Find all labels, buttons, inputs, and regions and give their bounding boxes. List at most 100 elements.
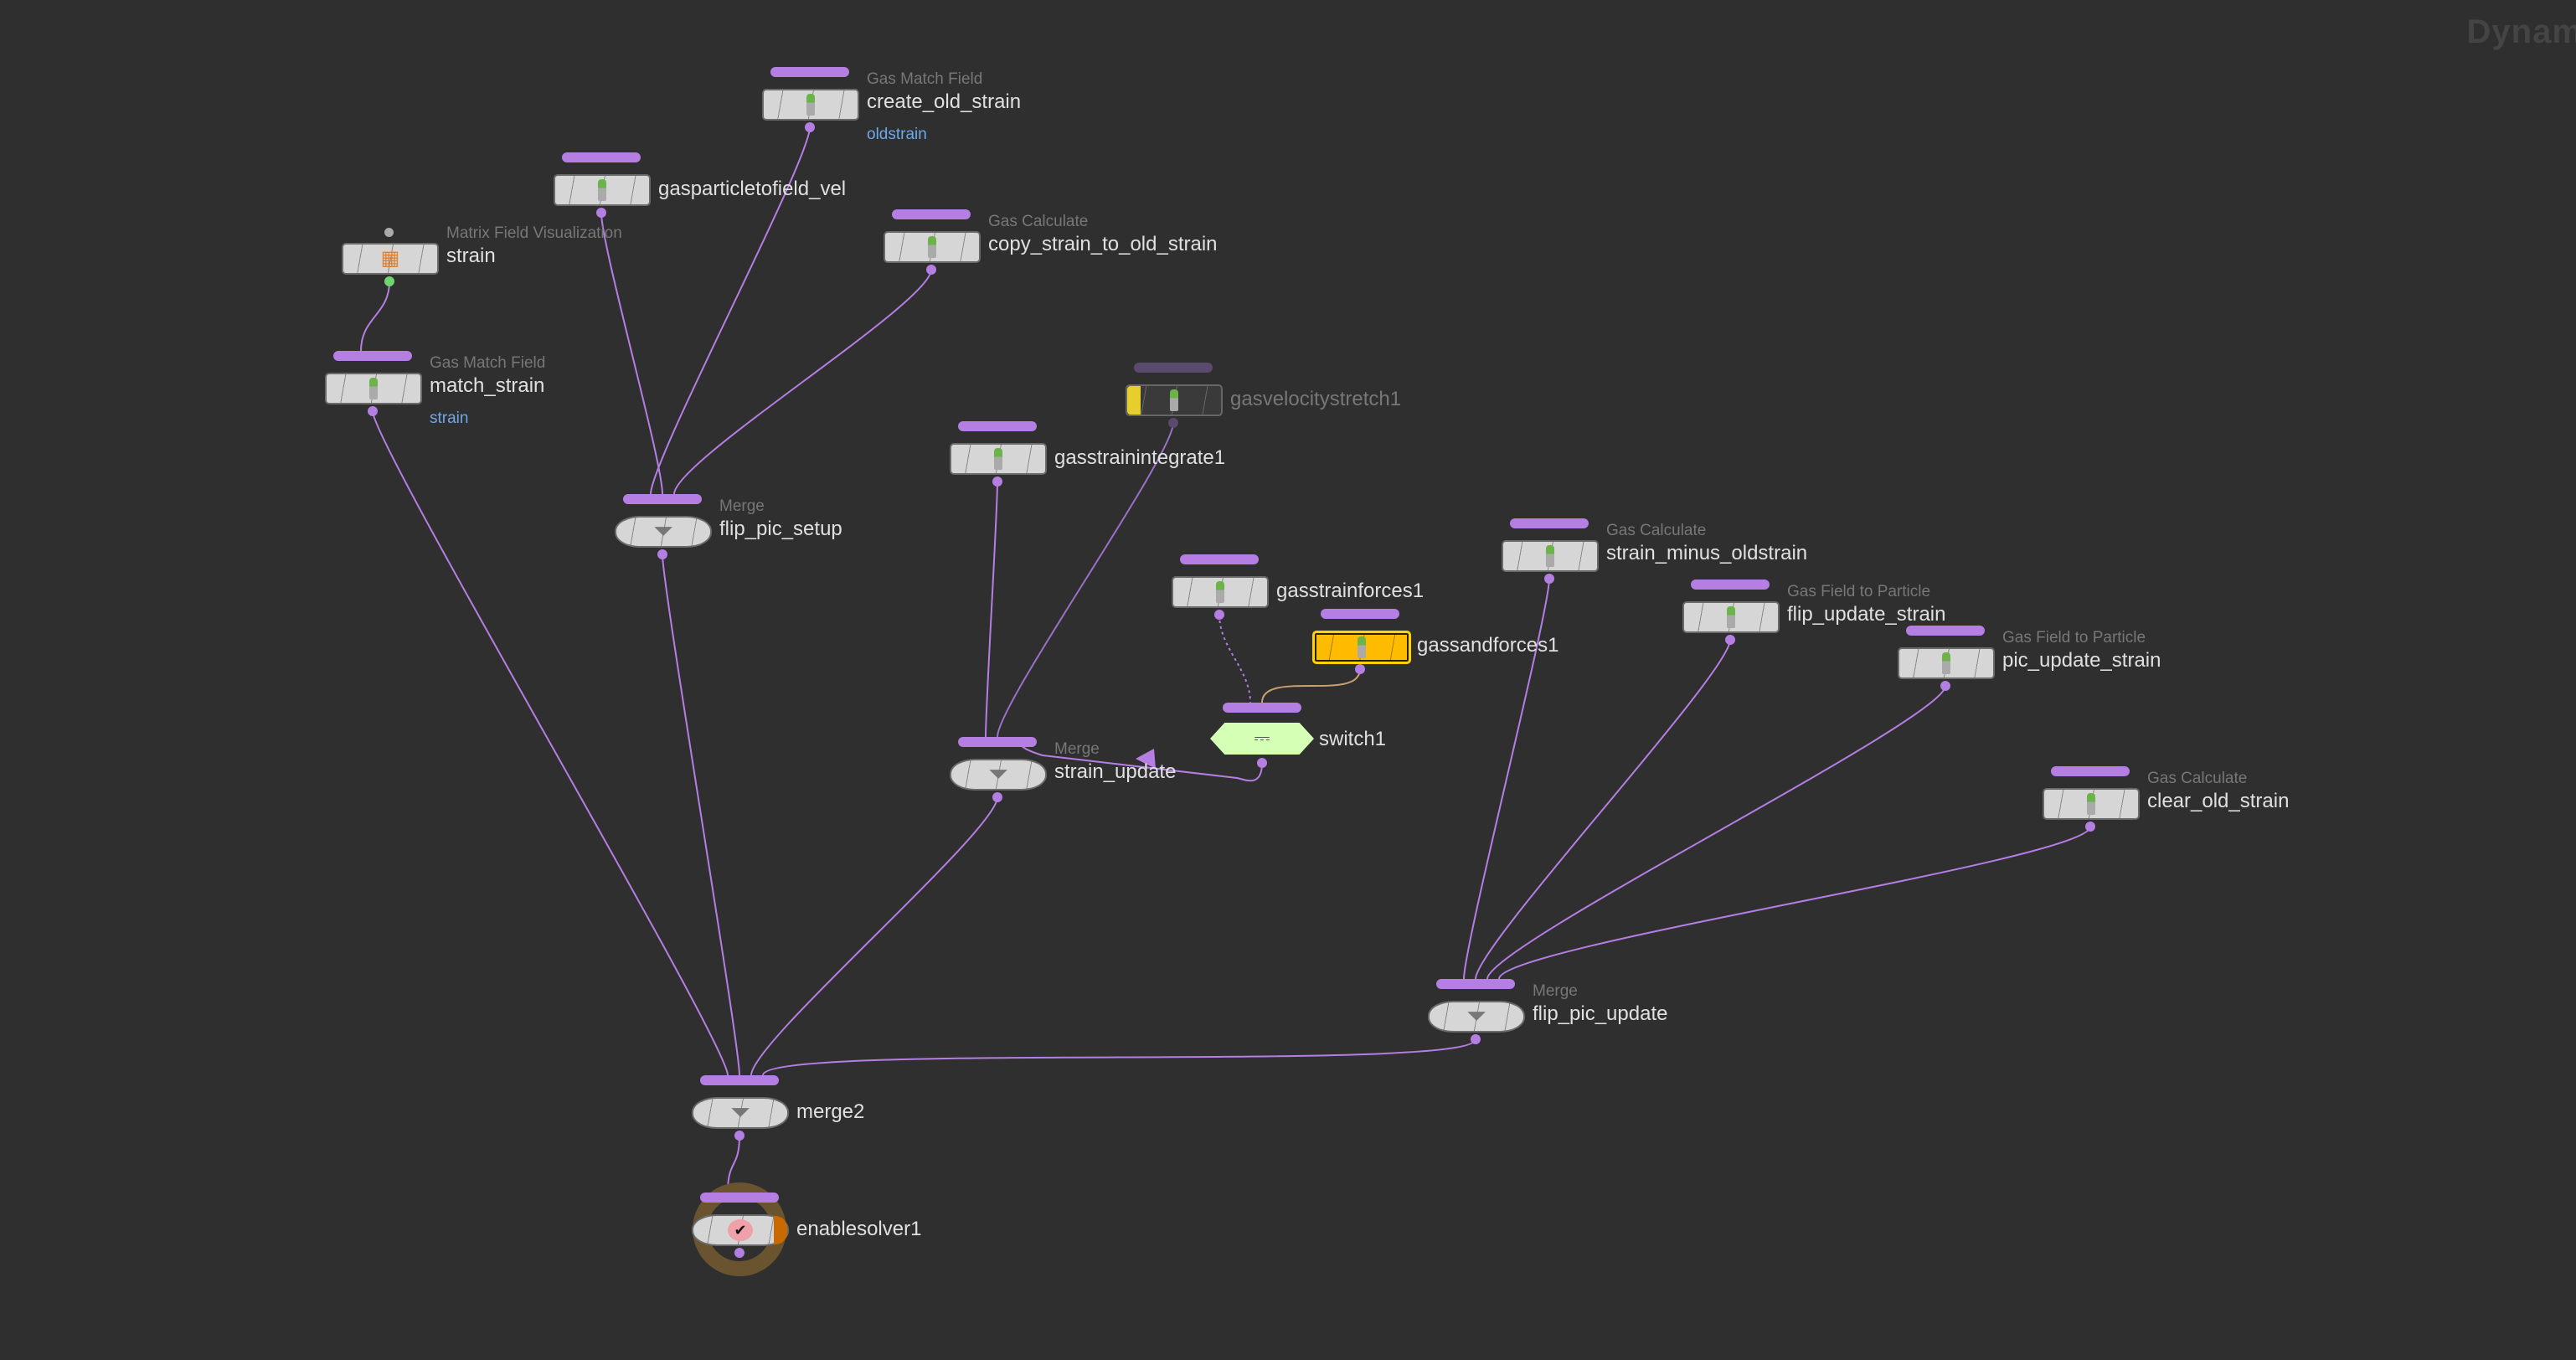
node-body[interactable]	[1126, 384, 1223, 416]
output-connector[interactable]	[2085, 822, 2095, 832]
node-body[interactable]: ✔	[692, 1214, 789, 1246]
output-connector[interactable]	[1257, 758, 1267, 768]
node-body[interactable]	[1172, 576, 1269, 608]
output-connector[interactable]	[926, 265, 936, 275]
input-bar[interactable]	[623, 494, 702, 504]
output-connector[interactable]	[1471, 1034, 1481, 1044]
node-body[interactable]	[950, 443, 1047, 475]
funnel-icon: ⏷	[988, 760, 1008, 788]
node-name-label[interactable]: strain_minus_oldstrain	[1606, 542, 1808, 564]
node-body[interactable]	[2043, 788, 2140, 820]
wire-strain_minus_oldstrain-to-flip_pic_update[interactable]	[1463, 578, 1550, 980]
input-bar[interactable]	[1436, 979, 1515, 989]
node-type-label: Gas Field to Particle	[2002, 629, 2146, 647]
node-name-label[interactable]: create_old_strain	[867, 90, 1022, 113]
wire-flip_update_strain-to-flip_pic_update[interactable]	[1475, 639, 1731, 980]
input-bar[interactable]	[700, 1075, 779, 1085]
node-body[interactable]	[1502, 540, 1599, 572]
node-name-label[interactable]: gasstrainintegrate1	[1054, 446, 1226, 469]
node-body[interactable]	[1682, 601, 1780, 633]
wire-strain-to-match_strain[interactable]	[360, 281, 390, 352]
output-connector[interactable]	[384, 276, 394, 286]
input-bar[interactable]	[1180, 554, 1259, 564]
wire-match_strain-to-merge2[interactable]	[372, 410, 729, 1076]
node-name-label[interactable]: merge2	[796, 1100, 865, 1123]
node-name-label[interactable]: gasparticletofield_vel	[658, 178, 847, 200]
node-body[interactable]: ⎓	[1210, 723, 1314, 755]
node-body[interactable]	[884, 231, 981, 263]
node-body[interactable]: ⏷	[1428, 1001, 1525, 1033]
input-bar[interactable]	[1510, 518, 1589, 528]
input-connector[interactable]	[384, 228, 394, 237]
node-name-label[interactable]: switch1	[1319, 728, 1387, 750]
wire-pic_update_strain-to-flip_pic_update[interactable]	[1486, 685, 1946, 980]
input-bar[interactable]	[892, 209, 971, 219]
node-body[interactable]	[1898, 647, 1995, 679]
input-bar[interactable]	[1321, 609, 1399, 619]
wire-flip_pic_setup-to-merge2[interactable]	[662, 554, 740, 1076]
node-body[interactable]	[554, 174, 651, 206]
node-name-label[interactable]: clear_old_strain	[2147, 790, 2290, 812]
input-bar[interactable]	[1691, 580, 1770, 590]
wire-gassandforces1-to-switch1[interactable]	[1261, 668, 1361, 703]
switch-icon: ⎓	[1254, 727, 1270, 750]
node-name-label[interactable]: gassandforces1	[1417, 634, 1559, 657]
output-connector[interactable]	[992, 477, 1002, 487]
input-bar[interactable]	[770, 67, 849, 77]
node-body[interactable]: ▦	[342, 243, 439, 275]
node-body[interactable]	[1312, 631, 1411, 664]
node-name-label[interactable]: gasvelocitystretch1	[1230, 388, 1402, 410]
output-connector[interactable]	[657, 549, 667, 559]
input-bar[interactable]	[1134, 363, 1213, 373]
wire-copy_strain_to_old_strain-to-flip_pic_setup[interactable]	[673, 269, 932, 495]
node-name-label[interactable]: match_strain	[430, 374, 545, 397]
node-name-label[interactable]: flip_pic_update	[1533, 1002, 1668, 1025]
wire-gasstrainintegrate1-to-strain_update[interactable]	[985, 481, 998, 738]
node-body[interactable]: ⏷	[615, 516, 712, 548]
output-connector[interactable]	[1544, 574, 1554, 584]
output-connector[interactable]	[734, 1248, 744, 1258]
wire-gasstrainforces1-to-switch1[interactable]	[1218, 614, 1251, 703]
output-connector[interactable]	[596, 208, 606, 218]
input-bar[interactable]	[1223, 703, 1301, 713]
output-connector[interactable]	[992, 792, 1002, 802]
node-name-label[interactable]: strain_update	[1054, 760, 1177, 783]
input-bar[interactable]	[1906, 626, 1985, 636]
node-body[interactable]	[325, 373, 422, 404]
output-connector[interactable]	[368, 406, 378, 416]
output-connector[interactable]	[805, 122, 815, 132]
node-type-label: Gas Match Field	[430, 354, 546, 372]
wire-gasparticletofield_vel-to-flip_pic_setup[interactable]	[600, 212, 663, 495]
node-name-label[interactable]: flip_pic_setup	[719, 518, 842, 540]
input-bar[interactable]	[958, 421, 1037, 431]
input-bar[interactable]	[2051, 766, 2130, 776]
wire-strain_update-to-merge2[interactable]	[750, 796, 998, 1076]
node-name-label[interactable]: gasstrainforces1	[1276, 580, 1425, 602]
input-bar[interactable]	[700, 1193, 779, 1203]
node-comment-label: strain	[430, 410, 469, 427]
node-name-label[interactable]: enablesolver1	[796, 1218, 922, 1240]
node-type-label: Gas Match Field	[867, 70, 983, 88]
gas-cylinder-icon	[2087, 793, 2095, 815]
output-connector[interactable]	[1168, 418, 1178, 428]
display-flag[interactable]	[774, 1216, 787, 1244]
wire-clear_old_strain-to-flip_pic_update[interactable]	[1498, 826, 2091, 980]
node-body[interactable]: ⏷	[950, 759, 1047, 791]
output-connector[interactable]	[1940, 681, 1950, 691]
node-name-label[interactable]: pic_update_strain	[2002, 649, 2161, 672]
output-connector[interactable]	[1214, 610, 1224, 620]
output-connector[interactable]	[1725, 635, 1735, 645]
wire-flip_pic_update-to-merge2[interactable]	[762, 1038, 1476, 1076]
node-body[interactable]: ⏷	[692, 1097, 789, 1129]
wire-gasvelocitystretch1-to-strain_update[interactable]	[997, 422, 1174, 738]
node-name-label[interactable]: strain	[446, 245, 496, 267]
input-bar[interactable]	[333, 351, 412, 361]
input-bar[interactable]	[958, 737, 1037, 747]
node-body[interactable]	[762, 89, 859, 121]
node-type-label: Gas Calculate	[2147, 770, 2248, 787]
output-connector[interactable]	[1355, 664, 1365, 674]
input-bar[interactable]	[562, 152, 641, 162]
node-name-label[interactable]: copy_strain_to_old_strain	[988, 233, 1218, 255]
node-name-label[interactable]: flip_update_strain	[1787, 603, 1946, 626]
output-connector[interactable]	[734, 1131, 744, 1141]
